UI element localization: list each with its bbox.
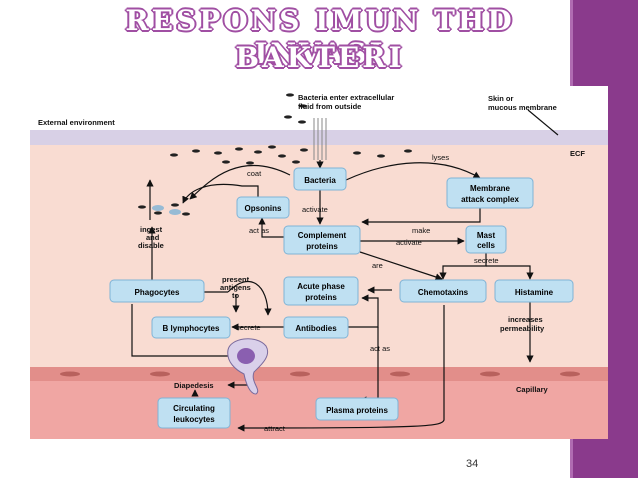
label-increases-1: increases	[508, 315, 543, 324]
label-ingest-2: and	[146, 233, 160, 242]
label-diapedesis: Diapedesis	[174, 381, 214, 390]
label-ingest-3: disable	[138, 241, 164, 250]
label-lyses: lyses	[432, 153, 449, 162]
label-ingest-1: ingest	[140, 225, 163, 234]
box-complement: Complement proteins	[283, 225, 361, 255]
label-skin-1: Skin or	[488, 94, 514, 103]
label-external-environment: External environment	[38, 118, 115, 127]
box-blymph-label: B lymphocytes	[163, 324, 220, 333]
box-opsonins-label: Opsonins	[245, 204, 282, 213]
box-complement-label-2: proteins	[306, 242, 338, 251]
box-phagocytes: Phagocytes	[109, 279, 205, 303]
label-act-as-1: act as	[249, 226, 269, 235]
label-coat: coat	[247, 169, 262, 178]
box-plasma-proteins: Plasma proteins	[315, 397, 399, 421]
label-present-2: antigens	[220, 283, 251, 292]
box-circ-label-1: Circulating	[173, 404, 215, 413]
label-make: make	[412, 226, 430, 235]
label-are: are	[372, 261, 383, 270]
box-phagocytes-label: Phagocytes	[135, 288, 180, 297]
box-complement-label-1: Complement	[298, 231, 347, 240]
box-antibodies: Antibodies	[283, 316, 349, 339]
box-mac-label-2: attack complex	[461, 195, 519, 204]
box-histamine-label: Histamine	[515, 288, 554, 297]
label-skin-2: mucous membrane	[488, 103, 557, 112]
label-bacteria-enter-1: Bacteria enter extracellular	[298, 93, 394, 102]
label-present-1: present	[222, 275, 250, 284]
capillary-wall	[30, 367, 608, 381]
box-chemotaxins: Chemotaxins	[399, 279, 487, 303]
label-bacteria-enter-2: fluid from outside	[298, 102, 361, 111]
box-opsonins: Opsonins	[236, 196, 290, 219]
membrane-breach	[313, 118, 327, 160]
label-attract: attract	[264, 424, 286, 433]
diapedesis-cell-icon	[227, 338, 268, 395]
label-increases-2: permeability	[500, 324, 545, 333]
box-acute-label-2: proteins	[305, 293, 337, 302]
endothelial-nuclei	[60, 371, 580, 377]
box-acute-label-1: Acute phase	[297, 282, 345, 291]
box-bacteria: Bacteria	[293, 167, 347, 191]
box-chemotaxins-label: Chemotaxins	[418, 288, 469, 297]
box-circulating-leukocytes: Circulating leukocytes	[157, 397, 231, 429]
slide-title-line-2: BAKTERI	[235, 41, 405, 74]
label-activate-1: activate	[302, 205, 328, 214]
box-acute-phase: Acute phase proteins	[283, 276, 359, 306]
label-ecf: ECF	[570, 149, 585, 158]
label-secrete-1: secrete	[474, 256, 499, 265]
label-secrete-2: secrete	[236, 323, 261, 332]
label-present-3: to	[232, 291, 239, 300]
opsonized-bacteria	[152, 205, 181, 215]
membrane-band	[30, 130, 608, 145]
box-mac-label-1: Membrane	[470, 184, 511, 193]
slide-title-line-1: RESPONS IMUN THD INVASI	[125, 4, 515, 70]
box-membrane-attack-complex: Membrane attack complex	[446, 177, 534, 209]
box-mast-label-1: Mast	[477, 231, 496, 240]
label-act-as-2: act as	[370, 344, 390, 353]
box-circ-label-2: leukocytes	[173, 415, 215, 424]
label-activate-2: activate	[396, 238, 422, 247]
box-mast-cells: Mast cells	[465, 225, 507, 254]
page-number: 34	[466, 458, 479, 470]
box-mast-label-2: cells	[477, 241, 495, 250]
label-capillary: Capillary	[516, 385, 549, 394]
box-plasma-label: Plasma proteins	[326, 406, 388, 415]
bacteria-particles	[138, 93, 412, 216]
box-b-lymphocytes: B lymphocytes	[151, 316, 231, 339]
box-bacteria-label: Bacteria	[304, 176, 336, 185]
box-histamine: Histamine	[494, 279, 574, 303]
external-environment-region	[30, 86, 608, 130]
box-antibodies-label: Antibodies	[295, 324, 337, 333]
